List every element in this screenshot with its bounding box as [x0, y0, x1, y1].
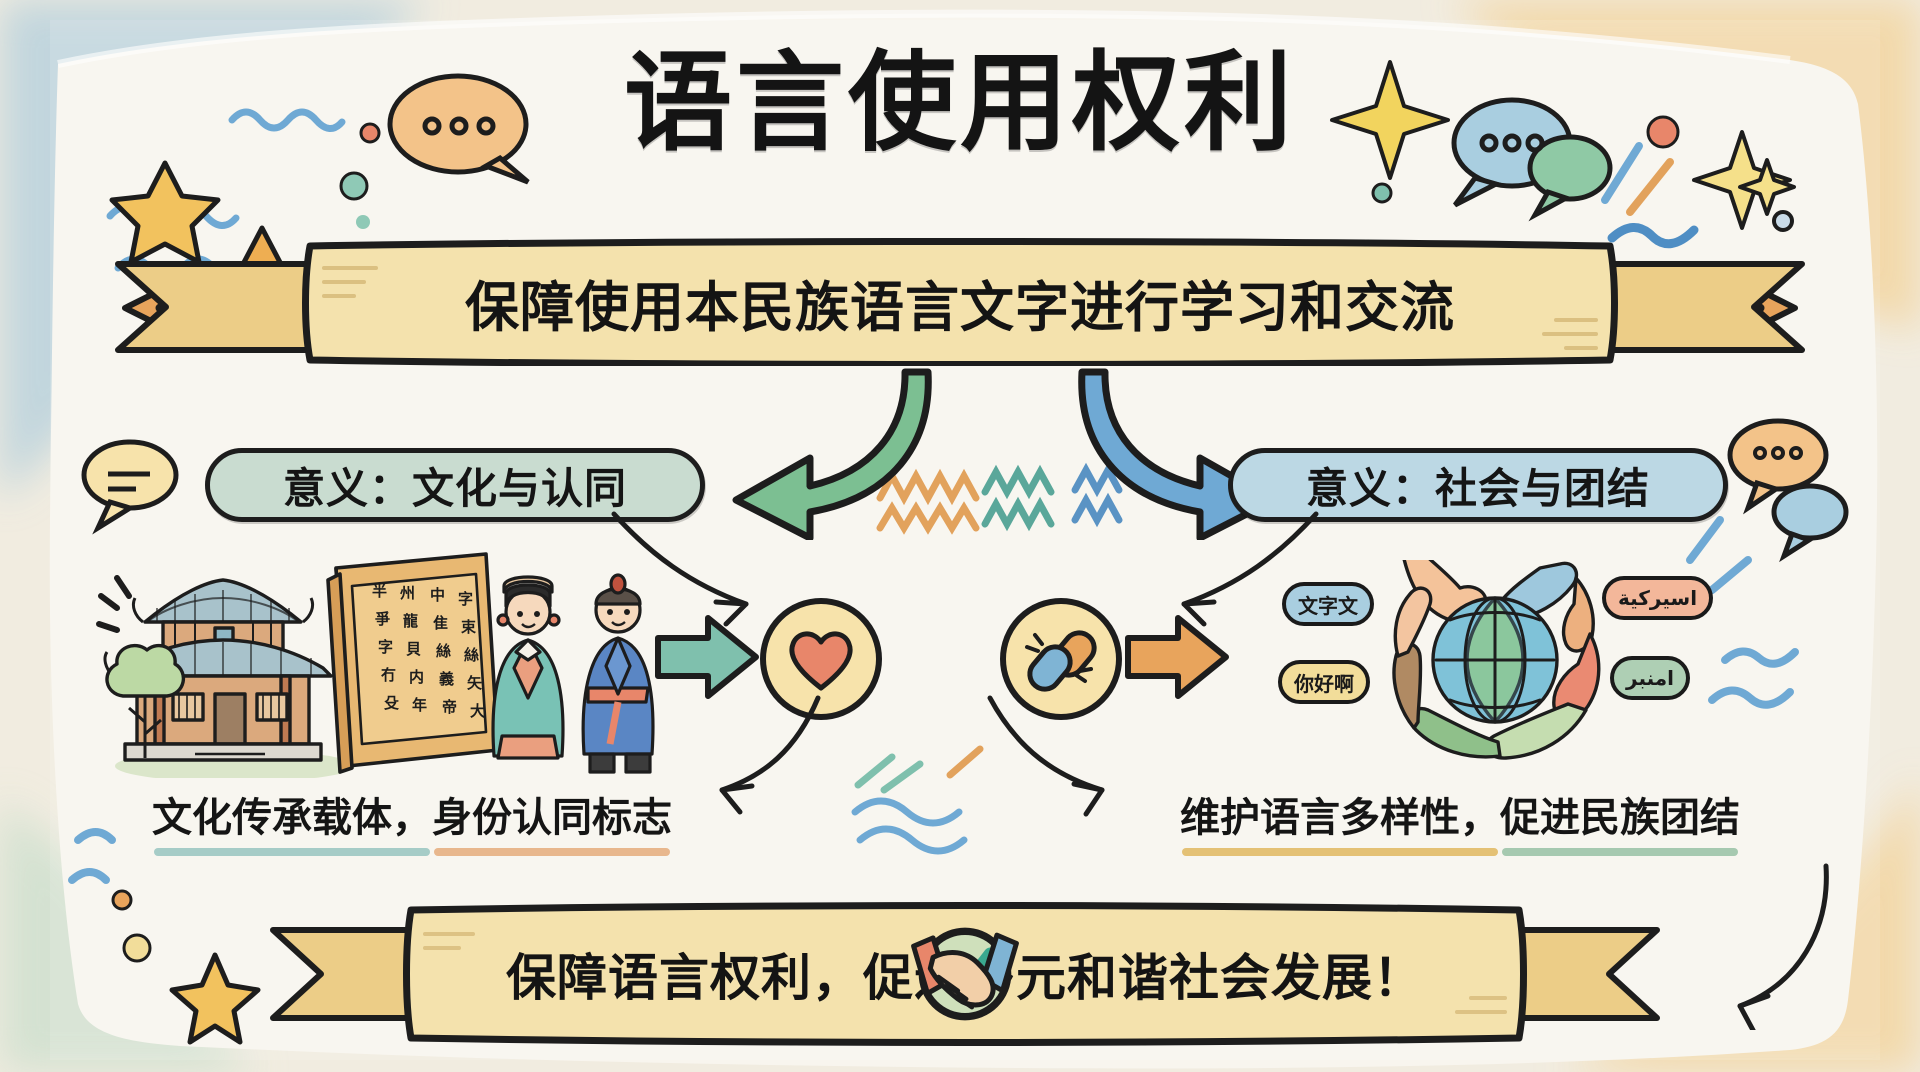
- svg-text:殳: 殳: [384, 694, 399, 712]
- caption-left-part2: 身份认同标志: [432, 785, 672, 856]
- squiggle-decoration: [68, 108, 1799, 884]
- arrow-to-globe-icon: [1122, 612, 1232, 702]
- page-title: 语言使用权利: [623, 42, 1296, 163]
- svg-text:隹: 隹: [432, 614, 448, 632]
- sparkle-icon: [1330, 60, 1796, 230]
- language-bubble: امنبر: [1610, 656, 1691, 700]
- svg-text:絲: 絲: [436, 642, 451, 660]
- hands-around-globe-illustration: [1290, 546, 1700, 780]
- svg-text:字: 字: [458, 590, 473, 608]
- language-bubble: 文字文: [1282, 582, 1374, 626]
- svg-text:貝: 貝: [406, 640, 421, 658]
- caption-right-part2: 促进民族团结: [1500, 785, 1740, 856]
- svg-text:中: 中: [430, 586, 445, 604]
- caption-connector-arrows: [700, 690, 1260, 820]
- caption-right: 维护语言多样性，促进民族团结: [1180, 785, 1740, 856]
- svg-text:年: 年: [412, 696, 427, 714]
- speech-bubble-icon: [1451, 97, 1613, 222]
- traditional-temple-illustration: [95, 548, 355, 782]
- svg-text:内: 内: [409, 668, 424, 686]
- language-bubbles-group: 文字文 你好啊 اسيركية امنبر: [1278, 560, 1714, 780]
- svg-text:矢: 矢: [467, 674, 483, 692]
- speech-bubble-icon: [1727, 418, 1849, 563]
- svg-text:束: 束: [461, 618, 477, 636]
- svg-text:州: 州: [399, 584, 415, 602]
- svg-text:大: 大: [470, 702, 485, 720]
- dot-decoration: [111, 115, 1794, 963]
- svg-text:半: 半: [372, 582, 387, 600]
- speech-bubble-icon: [81, 439, 179, 535]
- caption-left: 文化传承载体，身份认同标志: [152, 785, 672, 856]
- ethnic-costume-people-illustration: [472, 548, 672, 780]
- arrow-to-heart-icon: [652, 612, 762, 702]
- top-banner: 保障使用本民族语言文字进行学习和交流: [110, 238, 1810, 366]
- bottom-connector-arrow: [1630, 860, 1840, 1035]
- top-banner-text: 保障使用本民族语言文字进行学习和交流: [465, 277, 1455, 338]
- caption-left-part1: 文化传承载体，: [152, 785, 432, 856]
- right-pill-connector-arrow: [1130, 508, 1330, 628]
- svg-text:絲: 絲: [464, 646, 479, 664]
- language-bubble: 你好啊: [1278, 660, 1370, 704]
- bottom-banner-row: 保障语言权利，促进多元和谐社会发展！: [405, 924, 1525, 1024]
- svg-text:義: 義: [439, 670, 454, 688]
- svg-text:爭: 爭: [375, 610, 390, 628]
- heart-icon: [760, 598, 882, 720]
- bottom-banner: 保障语言权利，促进多元和谐社会发展！: [265, 900, 1665, 1048]
- chain-link-icon: [1000, 598, 1122, 720]
- svg-text:字: 字: [378, 638, 393, 656]
- branch-arrows: [700, 360, 1320, 542]
- caption-right-part1: 维护语言多样性，: [1180, 785, 1500, 856]
- pill-left-meaning[interactable]: 意义：文化与认同: [205, 448, 705, 522]
- pill-right-meaning[interactable]: 意义：社会与团结: [1228, 448, 1728, 522]
- svg-text:帝: 帝: [442, 698, 457, 716]
- left-pill-connector-arrow: [600, 508, 800, 628]
- svg-text:龍: 龍: [403, 612, 418, 630]
- speech-bubble-icon: [387, 73, 530, 185]
- language-bubble: اسيركية: [1602, 576, 1714, 620]
- svg-text:冇: 冇: [381, 666, 396, 684]
